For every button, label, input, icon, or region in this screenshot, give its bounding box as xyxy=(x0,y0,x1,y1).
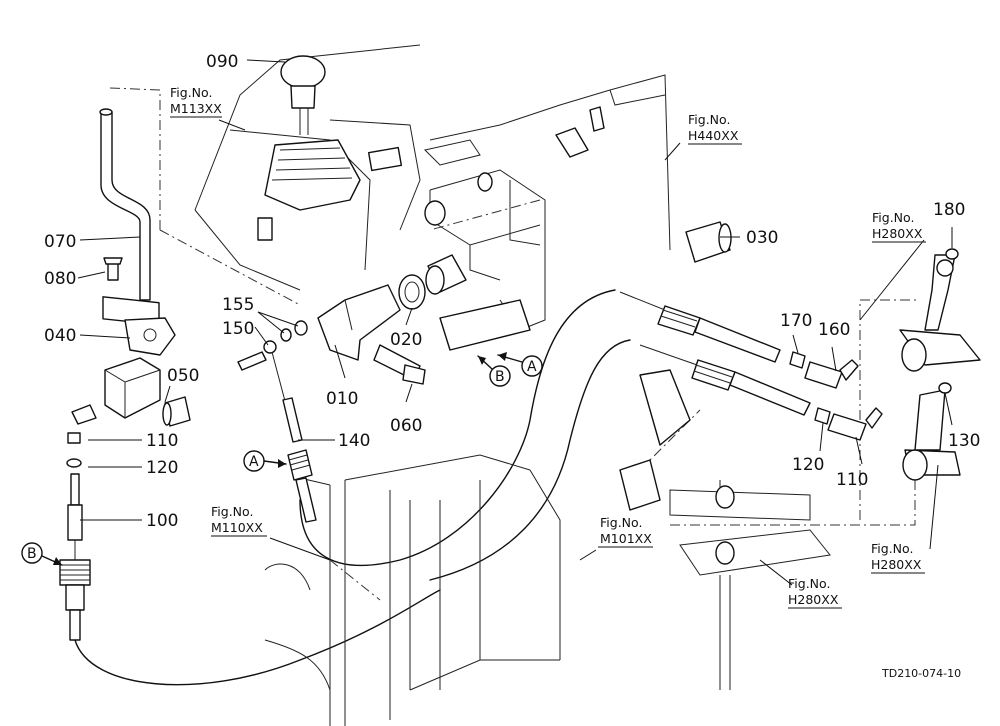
part-label-090: 090 xyxy=(206,52,238,72)
fig-ref-prefix: Fig.No. xyxy=(688,112,730,127)
part-label-170: 170 xyxy=(780,311,812,331)
fig-ref-prefix: Fig.No. xyxy=(170,85,212,100)
fig-ref-number: H280XX xyxy=(871,557,922,572)
fig-ref-number: H440XX xyxy=(688,128,739,143)
part-label-030: 030 xyxy=(746,228,778,248)
fig-ref-prefix: Fig.No. xyxy=(211,504,253,519)
part-label-180: 180 xyxy=(933,200,965,220)
part-label-140: 140 xyxy=(338,431,370,451)
marker-a-center-label: A xyxy=(249,454,259,470)
marker-a-right-label: A xyxy=(527,359,537,375)
part-label-155: 155 xyxy=(222,295,254,315)
fig-ref-m110: Fig.No. M110XX xyxy=(211,504,267,537)
part-labels: 090 070 080 040 050 110 120 100 155 150 … xyxy=(44,52,980,531)
shift-lever-assembly xyxy=(257,55,403,241)
left-cable xyxy=(59,473,91,641)
part-label-060: 060 xyxy=(390,416,422,436)
fig-ref-number: M110XX xyxy=(211,520,263,535)
part-label-130: 130 xyxy=(948,431,980,451)
marker-a-center: A xyxy=(243,450,287,472)
part-label-050: 050 xyxy=(167,366,199,386)
lever-rod xyxy=(99,108,151,301)
marker-b-right: B xyxy=(477,355,511,387)
right-cables xyxy=(619,291,883,441)
connection-markers: A A B B xyxy=(21,352,543,566)
fig-ref-number: H280XX xyxy=(872,226,923,241)
part-label-080: 080 xyxy=(44,269,76,289)
figure-references: Fig.No. M113XX Fig.No. H440XX Fig.No. H2… xyxy=(170,85,926,609)
fig-ref-m113: Fig.No. M113XX xyxy=(170,85,222,118)
fig-ref-number: M113XX xyxy=(170,101,222,116)
part-label-120-right: 120 xyxy=(792,455,824,475)
upper-bracket xyxy=(424,74,732,351)
part-label-110-right: 110 xyxy=(836,470,868,490)
center-bracket-assembly xyxy=(237,254,467,385)
marker-b-right-label: B xyxy=(495,369,505,385)
fig-ref-prefix: Fig.No. xyxy=(600,515,642,530)
part-label-040: 040 xyxy=(44,326,76,346)
fig-ref-m101: Fig.No. M101XX xyxy=(598,515,653,548)
part-label-070: 070 xyxy=(44,232,76,252)
fig-ref-h280-top: Fig.No. H280XX xyxy=(872,210,926,243)
part-label-010: 010 xyxy=(326,389,358,409)
marker-b-left: B xyxy=(21,542,63,566)
part-label-100: 100 xyxy=(146,511,178,531)
drawing-reference: TD210-074-10 xyxy=(881,667,961,680)
right-pedal-arms xyxy=(619,248,981,565)
frame-outlines xyxy=(74,44,920,726)
marker-a-right: A xyxy=(497,352,543,377)
fig-ref-prefix: Fig.No. xyxy=(872,210,914,225)
fig-ref-prefix: Fig.No. xyxy=(788,576,830,591)
part-label-160: 160 xyxy=(818,320,850,340)
fig-ref-number: M101XX xyxy=(600,531,652,546)
fig-ref-number: H280XX xyxy=(788,592,839,607)
left-block-assembly xyxy=(66,257,191,468)
part-label-110-left: 110 xyxy=(146,431,178,451)
part-label-120-left: 120 xyxy=(146,458,178,478)
part-label-020: 020 xyxy=(390,330,422,350)
fig-ref-h280-bot: Fig.No. H280XX xyxy=(788,576,842,609)
leader-lines xyxy=(77,59,953,586)
part-label-150: 150 xyxy=(222,319,254,339)
fig-ref-h440: Fig.No. H440XX xyxy=(688,112,742,145)
marker-b-left-label: B xyxy=(27,546,37,562)
center-cable xyxy=(271,351,317,523)
fig-ref-h280-mid: Fig.No. H280XX xyxy=(871,541,925,574)
fig-ref-prefix: Fig.No. xyxy=(871,541,913,556)
